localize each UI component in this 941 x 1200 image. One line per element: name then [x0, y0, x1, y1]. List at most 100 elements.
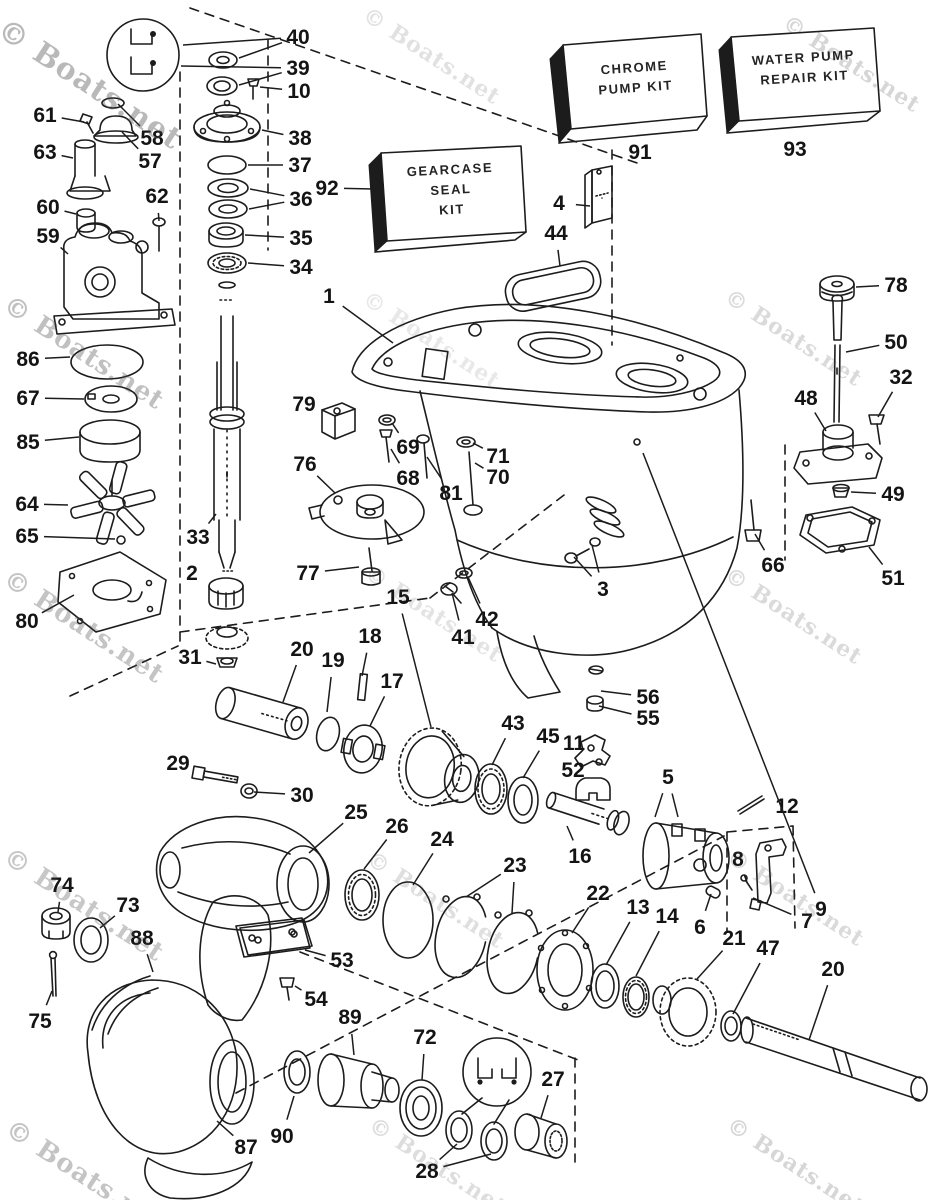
part-label-20: 20 — [290, 638, 313, 661]
part-label-71: 71 — [486, 445, 510, 468]
leader-line — [304, 949, 326, 957]
water-pump-repair-kit-label: WATER PUMP REPAIR KIT — [736, 44, 872, 92]
leader-line — [294, 985, 302, 991]
part-label-22: 22 — [586, 882, 609, 905]
leader-line — [259, 86, 283, 91]
leader-line — [249, 188, 285, 197]
part-label-31: 31 — [178, 646, 202, 669]
part-label-81: 81 — [439, 482, 463, 505]
leader-line — [308, 822, 344, 854]
upper-seal-stack — [193, 51, 261, 274]
part-label-85: 85 — [16, 431, 40, 454]
part-label-53: 53 — [330, 949, 353, 972]
part-label-86: 86 — [16, 348, 39, 371]
leader-line — [180, 65, 282, 69]
leader-line — [157, 212, 160, 222]
leader-line — [238, 71, 282, 86]
leader-line — [401, 613, 432, 728]
part-label-47: 47 — [756, 937, 779, 960]
part-label-49: 49 — [881, 483, 904, 506]
part-label-66: 66 — [761, 554, 784, 577]
leader-line — [598, 705, 632, 715]
leader-line — [117, 103, 141, 127]
leader-line — [752, 897, 792, 915]
part-label-88: 88 — [130, 927, 154, 950]
leader-line — [182, 37, 282, 46]
leader-line — [390, 448, 401, 464]
leader-line — [351, 1033, 355, 1056]
seal-detail-circle — [106, 18, 180, 92]
part-label-74: 74 — [50, 874, 74, 897]
leader-line — [605, 921, 631, 966]
leader-line — [540, 1094, 549, 1119]
part-label-19: 19 — [321, 649, 344, 672]
part-label-50: 50 — [884, 331, 907, 354]
part-label-15: 15 — [386, 586, 410, 609]
leader-line — [64, 210, 77, 215]
bearing-carrier-group — [155, 765, 928, 1102]
part-label-26: 26 — [385, 815, 408, 838]
part-label-61: 61 — [33, 104, 57, 127]
leader-line — [44, 356, 71, 359]
part-label-51: 51 — [881, 567, 905, 590]
part-label-35: 35 — [289, 227, 313, 250]
leader-line — [642, 452, 816, 894]
leader-line — [877, 391, 894, 418]
leader-line — [43, 535, 116, 540]
part-label-92: 92 — [315, 177, 338, 200]
part-label-43: 43 — [501, 712, 524, 735]
leader-line — [361, 652, 368, 677]
leader-line — [216, 1120, 234, 1137]
leader-line — [421, 1053, 425, 1081]
part-label-90: 90 — [270, 1125, 293, 1148]
part-label-33: 33 — [186, 526, 209, 549]
leader-line — [573, 556, 593, 577]
part-label-78: 78 — [884, 274, 908, 297]
part-label-48: 48 — [794, 387, 818, 410]
leader-line — [316, 475, 336, 494]
leader-line — [511, 881, 515, 914]
anode-and-gasket — [504, 165, 613, 312]
leader-line — [412, 853, 434, 886]
leader-line — [472, 442, 484, 449]
part-label-62: 62 — [145, 185, 168, 208]
leader-line — [566, 825, 574, 841]
part-label-64: 64 — [15, 493, 39, 516]
leader-line — [253, 791, 286, 795]
part-label-18: 18 — [358, 625, 382, 648]
leader-line — [244, 234, 285, 238]
construction-dashed-lines — [69, 7, 796, 1163]
part-label-41: 41 — [451, 626, 475, 649]
part-label-87: 87 — [234, 1136, 257, 1159]
part-label-16: 16 — [568, 845, 591, 868]
part-label-54: 54 — [304, 988, 328, 1011]
part-label-59: 59 — [36, 225, 59, 248]
part-label-70: 70 — [486, 466, 509, 489]
leader-line — [61, 117, 85, 123]
leader-line — [491, 737, 507, 766]
leader-line — [671, 793, 679, 818]
part-label-58: 58 — [140, 127, 164, 150]
part-label-3: 3 — [597, 578, 609, 601]
part-label-2: 2 — [186, 562, 198, 585]
leader-line — [474, 462, 484, 469]
shift-rod-and-bracket — [744, 275, 885, 554]
leader-line — [704, 893, 712, 912]
leader-line — [41, 594, 75, 614]
leader-line — [238, 41, 283, 59]
part-label-76: 76 — [293, 453, 316, 476]
leader-line — [439, 1143, 458, 1161]
leader-line — [391, 422, 400, 434]
leader-line — [571, 906, 590, 934]
part-label-38: 38 — [288, 127, 312, 150]
part-label-5: 5 — [662, 766, 674, 789]
leader-line — [247, 262, 285, 267]
leader-line — [261, 129, 284, 136]
part-label-55: 55 — [636, 707, 660, 730]
mid-fasteners — [308, 402, 604, 712]
leader-line — [146, 953, 154, 973]
part-label-34: 34 — [289, 256, 313, 279]
leader-line — [465, 873, 502, 898]
part-label-7: 7 — [801, 910, 813, 933]
leader-line — [45, 990, 53, 1006]
